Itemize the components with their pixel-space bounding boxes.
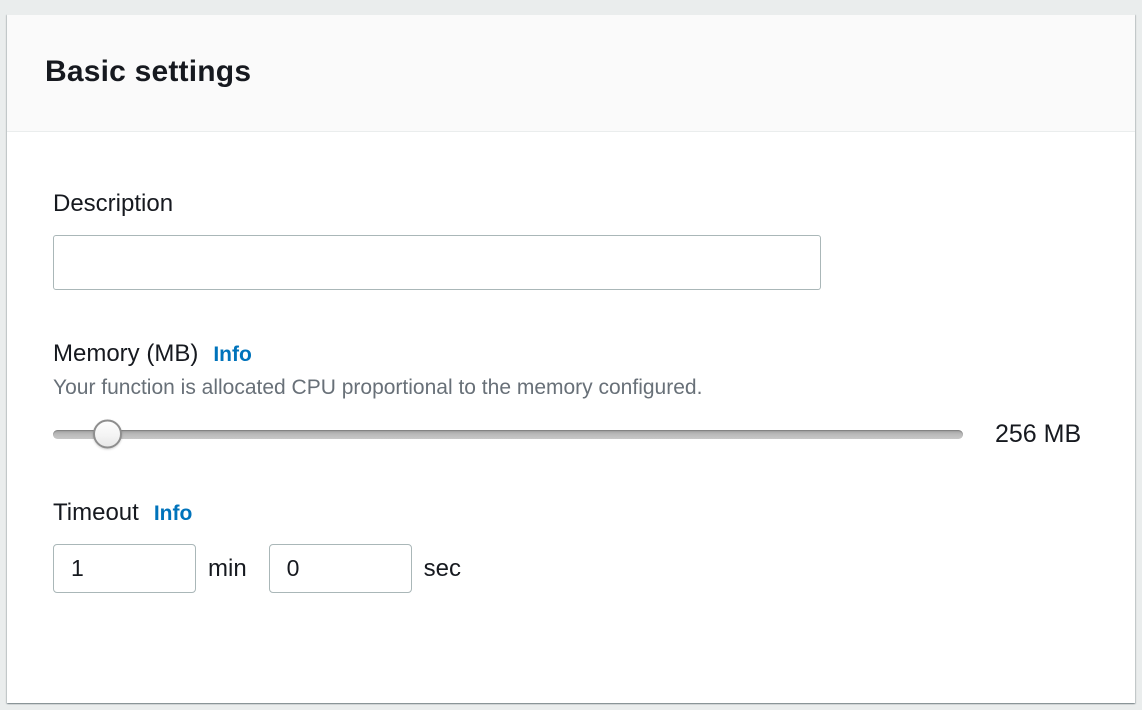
memory-info-link[interactable]: Info	[213, 343, 252, 366]
memory-field: Memory (MB) Info Your function is alloca…	[53, 340, 1087, 449]
timeout-label-row: Timeout Info	[53, 499, 1087, 527]
panel-title: Basic settings	[45, 55, 252, 88]
timeout-minutes-unit: min	[208, 554, 247, 582]
memory-label-row: Memory (MB) Info	[53, 340, 1087, 368]
memory-slider-handle[interactable]	[93, 419, 122, 449]
timeout-field: Timeout Info min sec	[53, 499, 1087, 593]
timeout-info-link[interactable]: Info	[153, 502, 193, 525]
description-input[interactable]	[53, 235, 821, 290]
memory-value-label: 256 MB	[995, 419, 1082, 448]
description-field: Description	[53, 190, 1087, 290]
memory-help-text: Your function is allocated CPU proportio…	[53, 376, 703, 399]
memory-slider-track[interactable]	[53, 419, 963, 449]
memory-slider-row: 256 MB	[53, 419, 1087, 449]
panel-header: Basic settings	[7, 15, 1135, 132]
description-label: Description	[53, 190, 174, 217]
timeout-seconds-unit: sec	[423, 554, 462, 582]
timeout-inputs-row: min sec	[53, 544, 1087, 593]
basic-settings-panel: Basic settings Description Memory (MB) I…	[7, 14, 1135, 703]
timeout-minutes-input[interactable]	[53, 544, 196, 593]
panel-body: Description Memory (MB) Info Your functi…	[7, 132, 1135, 593]
memory-label: Memory (MB)	[53, 340, 199, 367]
timeout-label: Timeout	[53, 499, 139, 526]
timeout-seconds-input[interactable]	[268, 544, 412, 593]
